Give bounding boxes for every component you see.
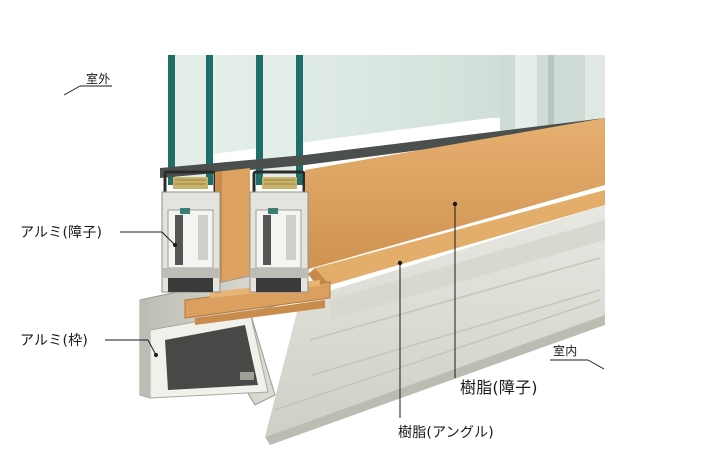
label-resin-sash: 樹脂(障子) xyxy=(460,378,538,397)
sash-top-ledge xyxy=(160,118,605,178)
leader-dots xyxy=(154,201,458,357)
leader-lines xyxy=(63,85,605,418)
aluminum-sash-section-2 xyxy=(249,191,309,293)
aluminum-sash-section-1 xyxy=(161,191,221,293)
label-resin-angle: 樹脂(アングル) xyxy=(398,425,494,441)
label-outdoor: 室外 xyxy=(86,72,111,86)
label-aluminum-frame: アルミ(枠) xyxy=(20,333,88,349)
label-indoor: 室内 xyxy=(553,344,578,358)
glass-edges xyxy=(168,55,303,185)
aluminum-frame-body xyxy=(265,205,605,445)
label-aluminum-sash: アルミ(障子) xyxy=(20,225,103,241)
